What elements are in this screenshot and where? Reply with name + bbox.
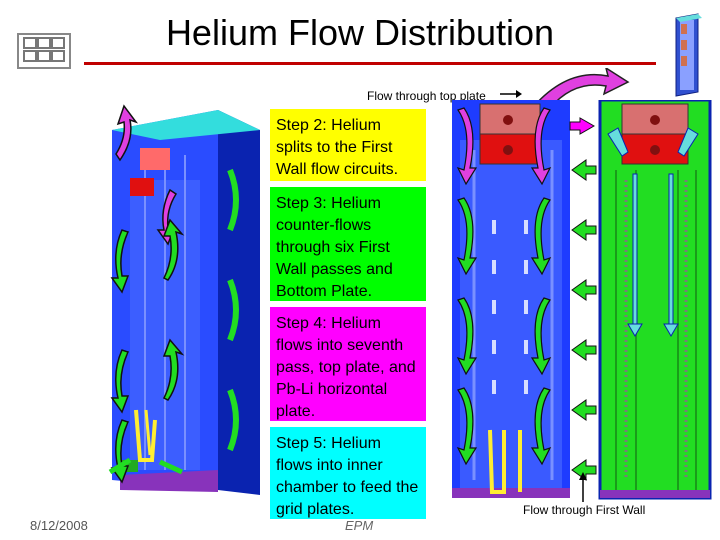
first-wall-label: Flow through First Wall xyxy=(523,503,646,517)
footer-center-text: EPM xyxy=(345,518,374,533)
step-2-callout: Step 2: Helium splits to the First Wall … xyxy=(270,109,426,181)
step-3-callout: Step 3: Helium counter-flows through six… xyxy=(270,187,426,301)
module-thumbnail-icon xyxy=(675,13,702,97)
top-plate-label: Flow through top plate xyxy=(367,89,486,103)
blanket-module-3d-view xyxy=(108,104,260,495)
footer-date: 8/12/2008 xyxy=(30,518,88,533)
blanket-section-view xyxy=(452,100,712,500)
top-plate-arrow-icon xyxy=(500,90,522,98)
logo-icon xyxy=(17,33,71,69)
curved-arrow-icon xyxy=(532,68,630,108)
step-5-callout: Step 5: Helium flows into inner chamber … xyxy=(270,427,426,519)
step-4-callout: Step 4: Helium flows into seventh pass, … xyxy=(270,307,426,421)
title-divider xyxy=(84,62,656,65)
page-title: Helium Flow Distribution xyxy=(165,12,555,53)
first-wall-arrow-icon xyxy=(579,472,587,502)
